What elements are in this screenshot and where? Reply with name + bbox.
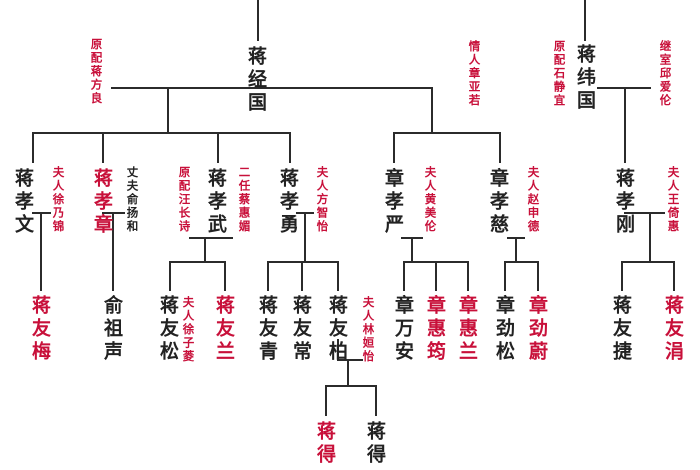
jiang-jingguo: 蒋经国 [245, 46, 267, 115]
jiang-de-1: 蒋得 [314, 421, 336, 467]
jiang-weiguo: 蒋纬国 [574, 44, 596, 113]
jiang-youmei: 蒋友梅 [29, 295, 51, 364]
xiaowu-wife-huimei: 二任蔡惠媚 [237, 166, 252, 234]
jiang-youqing: 蒋友青 [256, 295, 278, 364]
jiang-yousong: 蒋友松 [157, 295, 179, 364]
jiang-xiaozhang: 蒋孝章 [91, 168, 113, 237]
zhang-xiaoci: 章孝慈 [487, 168, 509, 237]
zhang-huiyun: 章惠筠 [424, 295, 446, 364]
xiaoyong-wife-zhiyi: 夫人方智怡 [315, 166, 330, 234]
weiguo-wife-jingyi: 原配石静宜 [552, 40, 567, 108]
zhang-jinwei: 章劲蔚 [526, 295, 548, 364]
xiaoci-wife-shende: 夫人赵申德 [526, 166, 541, 234]
zhang-wanan: 章万安 [392, 295, 414, 364]
jiang-youchang: 蒋友常 [290, 295, 312, 364]
yousong-wife-ziling: 夫人徐子菱 [181, 296, 196, 364]
xiaowu-wife-changshi: 原配汪长诗 [177, 166, 192, 234]
jingguo-partner-yaruo: 情人章亚若 [467, 40, 482, 108]
jiang-xiaowen: 蒋孝文 [12, 168, 34, 237]
xiaozhang-husband-yanghe: 丈夫俞扬和 [125, 166, 140, 234]
jiang-xiaowu: 蒋孝武 [205, 168, 227, 237]
xiaoyan-wife-meilun: 夫人黄美伦 [423, 166, 438, 234]
jiang-youlan: 蒋友兰 [213, 295, 235, 364]
jiang-youjie: 蒋友捷 [610, 295, 632, 364]
jingguo-wife-fangliang: 原配蒋方良 [89, 38, 104, 106]
weiguo-wife-ailun: 继室邱爱伦 [658, 40, 673, 108]
jiang-youbai: 蒋友柏 [326, 295, 348, 364]
jiang-xiaogang: 蒋孝刚 [613, 168, 635, 237]
zhang-jinsong: 章劲松 [493, 295, 515, 364]
xiaowen-wife-naijin: 夫人徐乃锦 [51, 166, 66, 234]
youbai-wife-hengyi: 夫人林姮怡 [361, 296, 376, 364]
zhang-huilan: 章惠兰 [456, 295, 478, 364]
jiang-youjuan: 蒋友涓 [662, 295, 684, 364]
zhang-xiaoyan: 章孝严 [382, 168, 404, 237]
yu-zusheng: 俞祖声 [101, 295, 123, 364]
jiang-de-2: 蒋得 [364, 421, 386, 467]
xiaogang-wife-yihui: 夫人王倚惠 [666, 166, 681, 234]
jiang-xiaoyong: 蒋孝勇 [277, 168, 299, 237]
